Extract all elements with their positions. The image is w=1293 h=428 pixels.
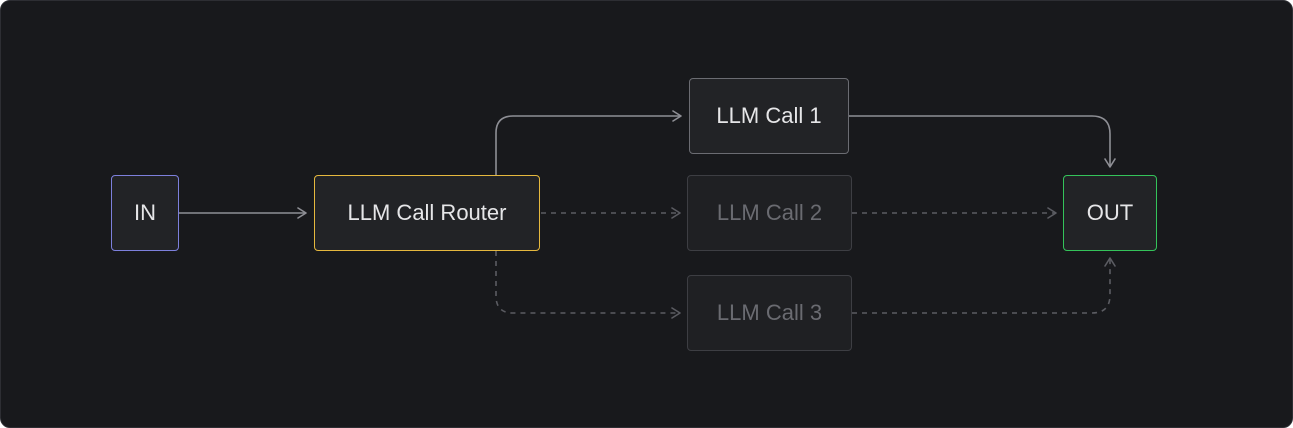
llm-call-3-node: LLM Call 3 <box>687 275 852 351</box>
output-node-label: OUT <box>1086 200 1134 225</box>
edge-call3-to-out <box>852 257 1116 314</box>
router-node-label: LLM Call Router <box>347 200 507 225</box>
edge-router-to-call1 <box>495 110 682 175</box>
llm-call-3-label: LLM Call 3 <box>716 300 823 325</box>
input-node: IN <box>111 175 179 251</box>
router-node: LLM Call Router <box>314 175 540 251</box>
input-node-label: IN <box>134 200 156 225</box>
llm-call-1-label: LLM Call 1 <box>716 103 822 128</box>
edge-call1-to-out <box>849 115 1116 168</box>
llm-call-1-node: LLM Call 1 <box>689 78 849 154</box>
output-node: OUT <box>1063 175 1157 251</box>
edge-router-to-call3 <box>495 251 681 319</box>
llm-call-2-node: LLM Call 2 <box>687 175 852 251</box>
llm-call-2-label: LLM Call 2 <box>716 200 823 225</box>
